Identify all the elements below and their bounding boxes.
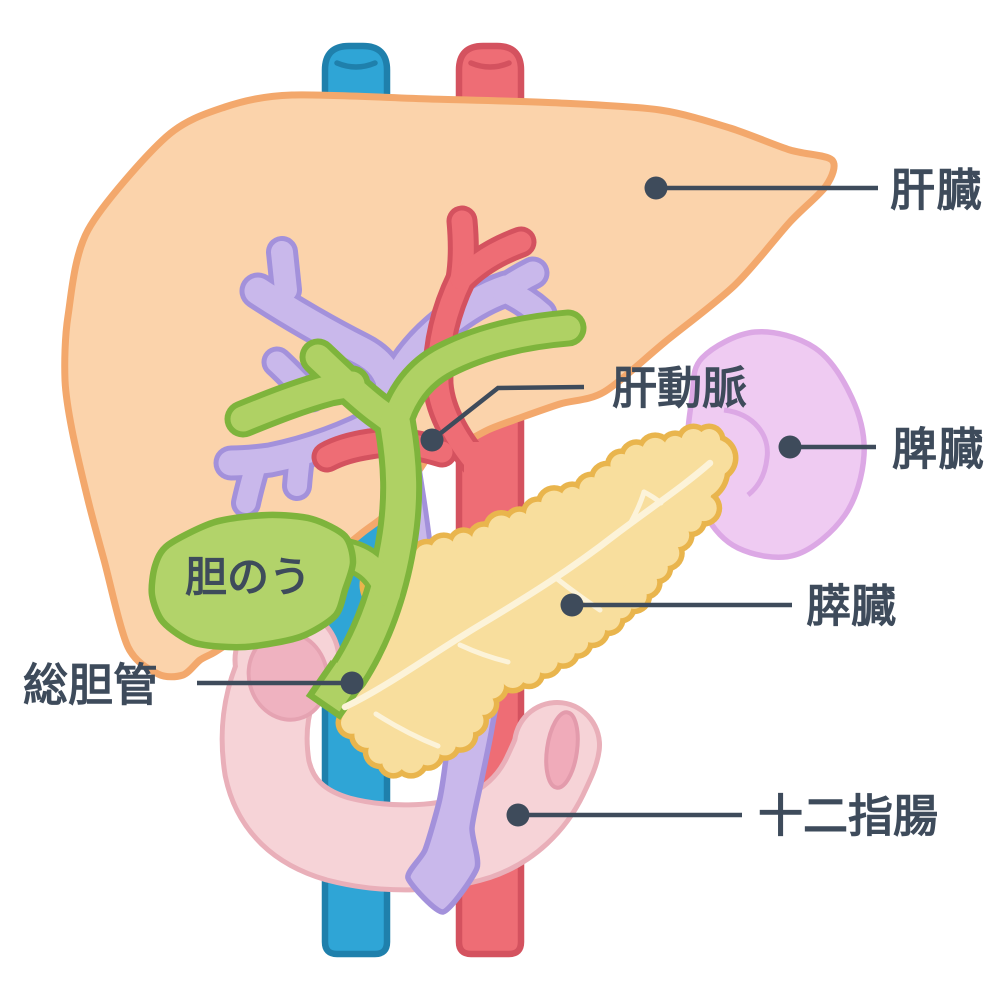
label-duodenum: 十二指腸 [758, 790, 938, 843]
pancreas-lobule [430, 537, 457, 564]
pancreatic-duct-main [341, 459, 714, 711]
bile-ducts-vessel-2 [230, 371, 365, 432]
portal-vein-vessel-1 [271, 241, 297, 301]
pancreas-lobule [664, 435, 687, 458]
label-hepatic-artery: 肝動脈 [612, 362, 747, 415]
leader-dot-hepatic-artery [420, 428, 444, 452]
pancreas-lobule [541, 490, 568, 517]
bile-ducts-vessel-3 [333, 408, 417, 689]
leader-dot-duodenum [506, 803, 530, 827]
pancreas-lobule [478, 672, 504, 699]
pancreas-lobule [500, 664, 525, 688]
leader-line-hepatic-artery [430, 384, 585, 442]
label-pancreas: 膵臓 [806, 580, 896, 633]
pancreas-lobule [531, 647, 558, 674]
duodenum-cut-opening [544, 710, 580, 790]
pancreas-lobule [433, 733, 456, 756]
leader-dot-liver [644, 176, 668, 200]
portal-vein-vessel-8 [236, 451, 267, 513]
leader-lines [197, 176, 878, 827]
pancreas-lobule [679, 509, 702, 532]
pancreatic-duct-branch [457, 642, 511, 665]
leader-dot-spleen [778, 435, 802, 459]
label-spleen: 脾臓 [892, 423, 985, 476]
duodenum-fold-fill [539, 790, 563, 814]
pancreas-lobule [488, 515, 515, 542]
label-common-bile-duct: 総胆管 [23, 659, 158, 712]
pancreatic-duct-branch [553, 575, 603, 613]
pancreas-lobule [508, 511, 531, 534]
pancreatic-duct-branch [373, 711, 441, 749]
portal-vein-vessel-0 [244, 277, 406, 404]
hepatic-artery-vessel-3 [316, 431, 453, 468]
pancreas-lobule [681, 429, 706, 453]
pancreas-lobule [398, 747, 424, 774]
pancreas-lobule [471, 692, 494, 715]
leader-dot-common-bile-duct [340, 671, 364, 695]
label-liver: 肝臓 [890, 164, 983, 217]
pancreatic-duct-branch [641, 489, 664, 506]
pancreatic-duct [341, 459, 714, 749]
duodenum-tube [224, 622, 597, 888]
leader-dot-pancreas [560, 593, 584, 617]
pancreas-lobule [642, 437, 669, 464]
label-gallbladder: 胆のう [185, 553, 311, 602]
spleen-hilum-crease [723, 407, 770, 497]
pancreatic-duct-branch [627, 489, 647, 527]
pancreas-lobule [561, 486, 584, 509]
inferior-vena-cava-top-crease [334, 60, 378, 70]
hepatic-artery-vessel-2 [450, 231, 532, 290]
bile-ducts-vessel-0 [382, 315, 581, 436]
aorta-top-crease [468, 60, 512, 70]
portal-vein-vessel-4 [494, 279, 553, 326]
labels: 肝臓 肝動脈 脾臓 膵臓 十二指腸 総胆管 胆のう [23, 164, 985, 843]
portal-vein-vessel-7 [287, 442, 311, 496]
pancreas-lobule [452, 532, 475, 555]
gallbladder [148, 511, 357, 651]
bile-ducts [224, 309, 587, 720]
